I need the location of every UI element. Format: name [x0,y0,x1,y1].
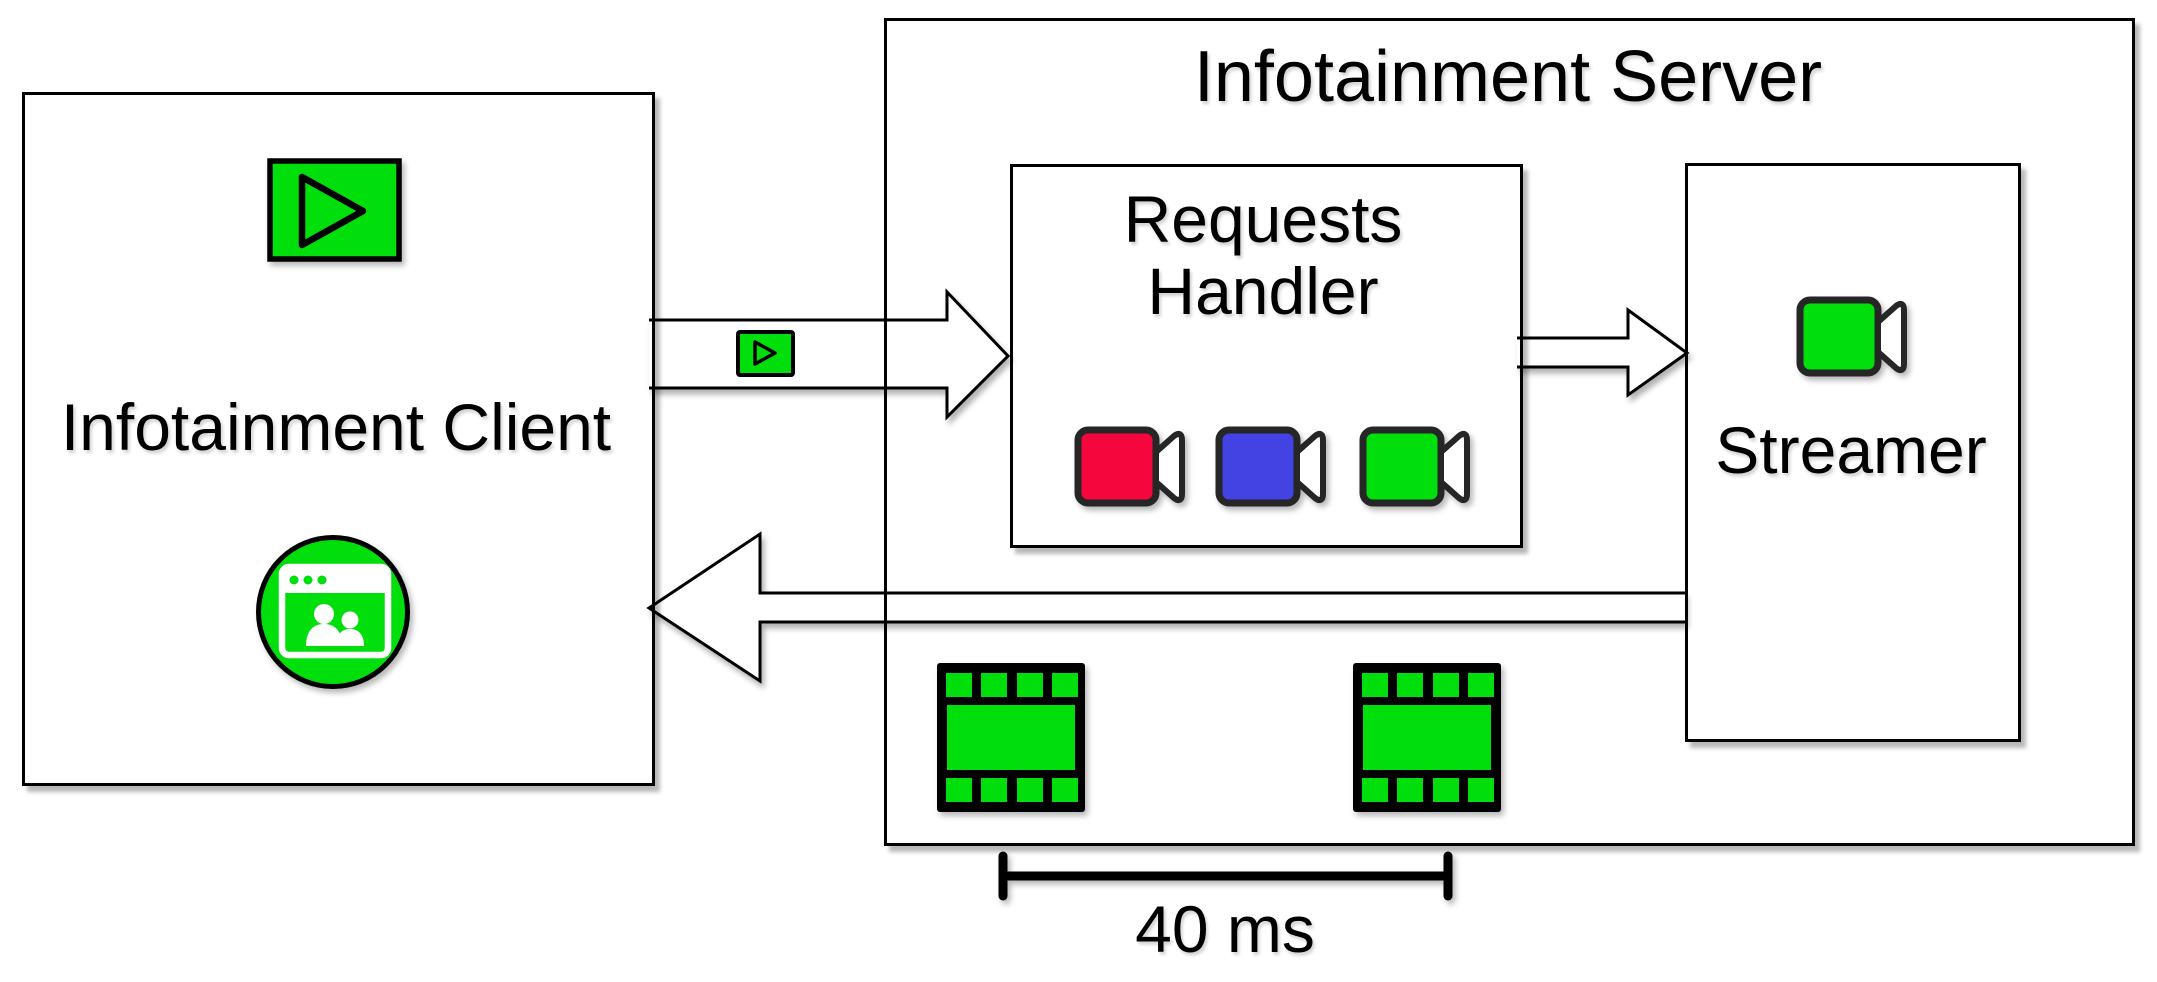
window-titlebar [282,567,388,593]
client-box-title: Infotainment Client [60,390,612,464]
film-frame-icon [937,663,1085,812]
film-frame-icon [1353,663,1501,812]
requests-handler-label: Requests Handler [1124,183,1403,327]
video-call-window-icon [256,535,410,689]
server-box-title: Infotainment Server [1193,37,1823,117]
play-video-chip-icon [736,330,795,377]
video-camera-green-icon [1359,426,1470,507]
video-camera-red-icon [1074,426,1185,507]
requests-handler-label-line1: Requests [1123,182,1403,256]
infotainment-server-box [884,18,2135,846]
video-camera-green-icon [1796,296,1907,377]
video-camera-blue-icon [1215,426,1326,507]
streamer-label: Streamer [1715,413,1987,487]
streamer-box [1685,163,2021,742]
requests-handler-box [1010,164,1523,548]
request-arrow [649,288,1011,421]
timing-label: 40 ms [1135,892,1315,966]
play-video-icon [267,158,402,262]
people-silhouettes-icon [306,604,364,646]
timing-interval-line [998,851,1453,901]
infotainment-client-box [22,92,655,786]
response-arrow [646,531,1685,684]
requests-handler-label-line2: Handler [1147,254,1379,328]
